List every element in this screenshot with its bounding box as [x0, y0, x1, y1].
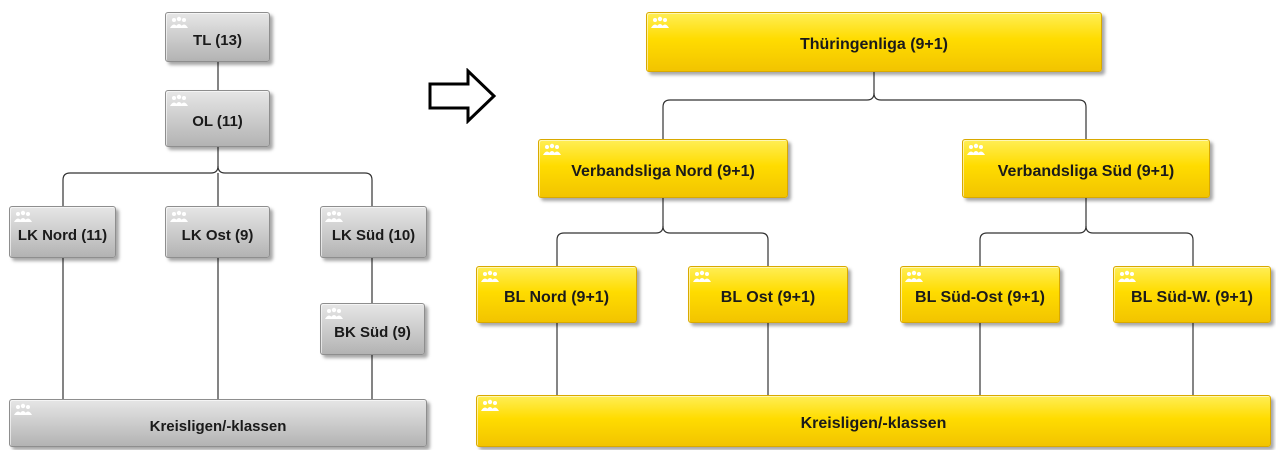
- team-icon: [325, 210, 343, 222]
- node-lk-sued: LK Süd (10): [320, 206, 427, 258]
- team-icon: [1118, 270, 1136, 282]
- node-label: Thüringenliga (9+1): [799, 36, 948, 53]
- node-kreis-current: Kreisligen/-klassen: [9, 399, 427, 447]
- team-icon: [14, 210, 32, 222]
- node-bl-ost: BL Ost (9+1): [688, 266, 848, 323]
- right-arrow-icon: [428, 68, 497, 124]
- node-bk-sued: BK Süd (9): [320, 303, 425, 355]
- node-lk-nord: LK Nord (11): [9, 206, 116, 258]
- node-label: Verbandsliga Süd (9+1): [997, 162, 1175, 180]
- node-thueringenliga: Thüringenliga (9+1): [646, 12, 1102, 72]
- team-icon: [693, 270, 711, 282]
- team-icon: [651, 16, 669, 28]
- node-label: Verbandsliga Nord (9+1): [571, 162, 755, 180]
- node-bl-nord: BL Nord (9+1): [476, 266, 637, 323]
- node-label: BK Süd (9): [334, 323, 411, 341]
- node-vl-nord: Verbandsliga Nord (9+1): [538, 139, 788, 198]
- node-label: OL (11): [192, 113, 243, 130]
- team-icon: [170, 94, 188, 106]
- node-ol: OL (11): [165, 90, 270, 147]
- team-icon: [905, 270, 923, 282]
- team-icon: [325, 307, 343, 319]
- team-icon: [967, 143, 985, 155]
- team-icon: [481, 270, 499, 282]
- team-icon: [543, 143, 561, 155]
- node-label: BL Nord (9+1): [503, 288, 610, 306]
- node-label: BL Süd-W. (9+1): [1131, 288, 1253, 306]
- node-label: LK Nord (11): [17, 226, 108, 244]
- node-label: BL Süd-Ost (9+1): [915, 288, 1045, 306]
- node-lk-ost: LK Ost (9): [165, 206, 270, 258]
- node-label: BL Ost (9+1): [720, 288, 816, 306]
- team-icon: [170, 16, 188, 28]
- node-kreis-proposed: Kreisligen/-klassen: [476, 395, 1271, 447]
- node-label: Kreisligen/-klassen: [149, 417, 287, 435]
- node-bl-sued-w: BL Süd-W. (9+1): [1113, 266, 1271, 323]
- node-label: LK Ost (9): [181, 226, 254, 244]
- node-label: TL (13): [193, 31, 242, 49]
- node-label: Kreisligen/-klassen: [800, 415, 947, 432]
- team-icon: [14, 403, 32, 415]
- node-tl: TL (13): [165, 12, 270, 62]
- team-icon: [481, 399, 499, 411]
- node-vl-sued: Verbandsliga Süd (9+1): [962, 139, 1210, 198]
- node-bl-sued-ost: BL Süd-Ost (9+1): [900, 266, 1060, 323]
- node-label: LK Süd (10): [331, 226, 416, 244]
- team-icon: [170, 210, 188, 222]
